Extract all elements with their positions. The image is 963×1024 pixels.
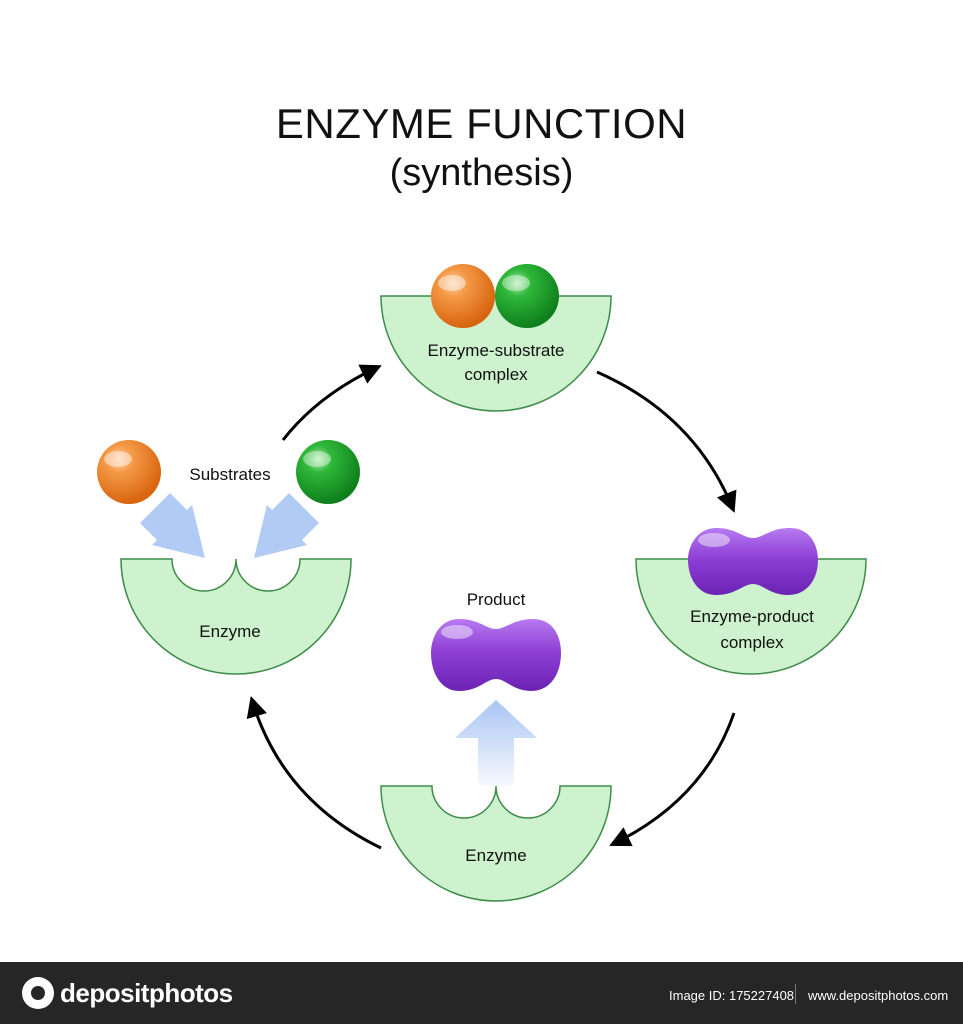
cycle-arrow-left-to-top [281, 364, 382, 441]
product-molecule [688, 528, 818, 595]
enzyme-free-left [120, 558, 352, 675]
image-id: Image ID: 175227408 [669, 988, 795, 1003]
label-substrates: Substrates [189, 465, 270, 484]
substrate-green [296, 440, 360, 504]
free-substrates [97, 440, 360, 504]
label-enzyme-bottom: Enzyme [465, 846, 526, 865]
cycle-arrow-right-to-bottom [609, 712, 736, 847]
label-enzyme-left: Enzyme [199, 622, 260, 641]
brand-logo[interactable]: depositphotos [22, 976, 233, 1010]
label-enzyme-substrate-line1: Enzyme-substrate [428, 341, 565, 360]
camera-icon [22, 977, 54, 1009]
label-enzyme-substrate-line2: complex [464, 365, 528, 384]
binding-arrow-right [254, 493, 319, 558]
product-molecule [431, 619, 561, 691]
substrate-orange [97, 440, 161, 504]
substrate-orange [431, 264, 495, 328]
enzyme-product-complex [635, 528, 867, 675]
footer-bar: depositphotos Image ID: 175227408 www.de… [0, 962, 963, 1024]
site-link[interactable]: www.depositphotos.com [808, 988, 949, 1003]
cycle-arrow-top-to-right [596, 370, 737, 513]
substrate-green [495, 264, 559, 328]
footer-divider [795, 984, 796, 1004]
binding-arrow-left [140, 493, 205, 558]
label-enzyme-product-line2: complex [720, 633, 784, 652]
label-product: Product [467, 590, 526, 609]
diagram-title: ENZYME FUNCTION [275, 100, 688, 147]
free-product [431, 619, 561, 691]
label-enzyme-product-line1: Enzyme-product [690, 607, 814, 626]
brand-name: depositphotos [60, 977, 233, 1008]
release-arrow-up [455, 700, 537, 785]
cycle-arrow-bottom-to-left [246, 695, 382, 850]
enzyme-substrate-complex [380, 264, 612, 412]
enzyme-free-bottom [380, 785, 612, 902]
diagram-subtitle: (synthesis) [389, 152, 574, 194]
